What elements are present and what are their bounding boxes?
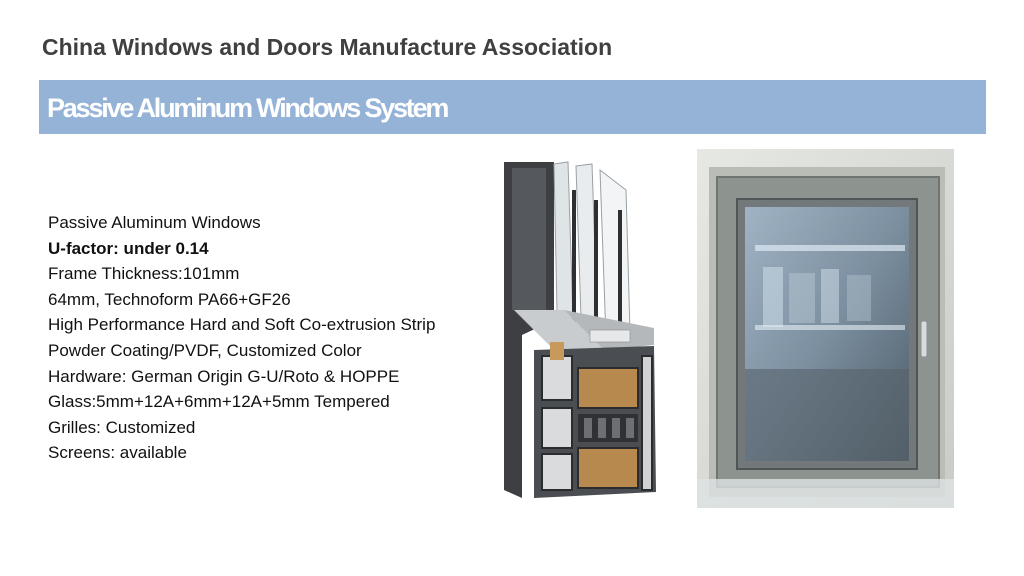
spec-item: High Performance Hard and Soft Co-extrus…	[48, 315, 436, 335]
spec-item: Hardware: German Origin G-U/Roto & HOPPE	[48, 366, 400, 386]
profile-cross-section-drawing	[504, 161, 656, 498]
spec-item: Glass:5mm+12A+6mm+12A+5mm Tempered	[48, 392, 390, 412]
spec-list: Passive Aluminum Windows U-factor: under…	[48, 210, 498, 466]
window-photo-drawing	[697, 149, 954, 508]
section-banner: Passive Aluminum Windows System	[39, 80, 986, 134]
installed-window-photo	[697, 149, 954, 508]
banner-title: Passive Aluminum Windows System	[47, 93, 449, 123]
profile-cross-section-image	[494, 160, 670, 500]
spec-item: 64mm, Technoform PA66+GF26	[48, 289, 291, 309]
spec-item: Frame Thickness:101mm	[48, 264, 240, 284]
spec-item: Screens: available	[48, 443, 187, 463]
organization-title: China Windows and Doors Manufacture Asso…	[42, 34, 613, 60]
spec-item: Powder Coating/PVDF, Customized Color	[48, 340, 362, 360]
spec-item: U-factor: under 0.14	[48, 238, 209, 258]
spec-item: Grilles: Customized	[48, 417, 196, 437]
spec-item: Passive Aluminum Windows	[48, 213, 261, 232]
